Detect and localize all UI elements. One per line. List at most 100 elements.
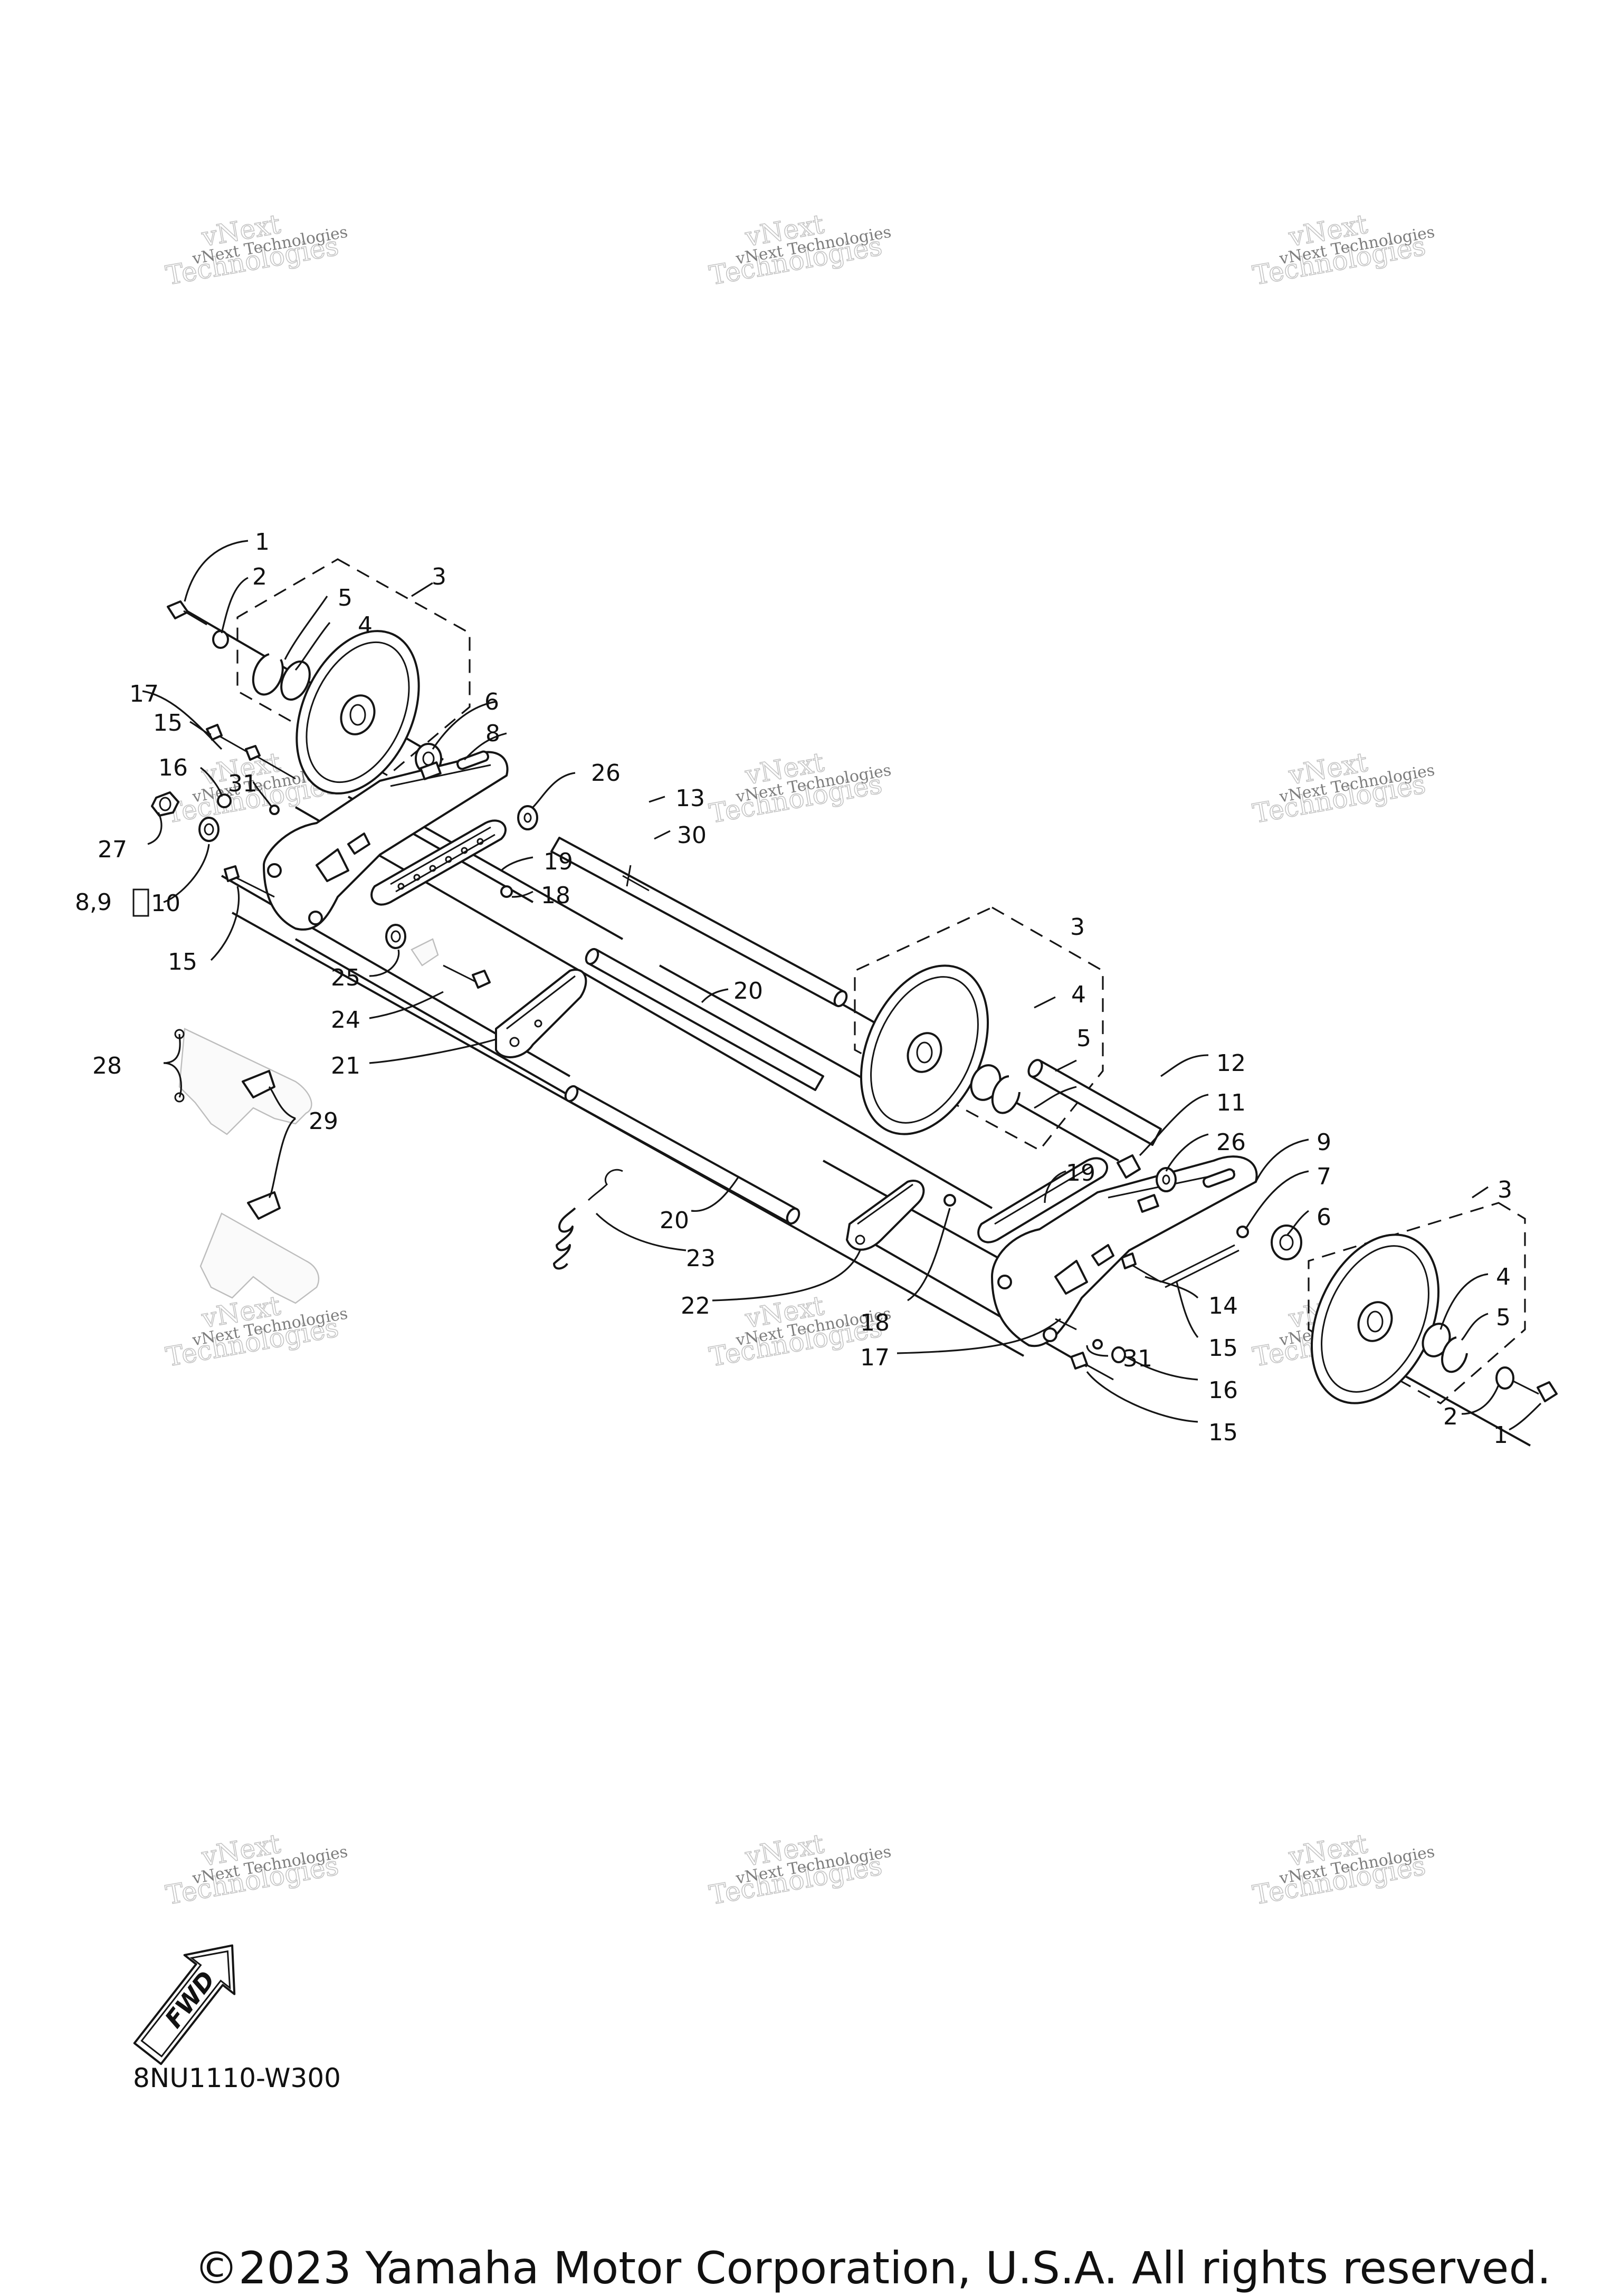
bolt-15-left-top — [206, 724, 249, 753]
callout-20: 20 — [660, 1207, 689, 1234]
washer-16-right — [1111, 1346, 1126, 1363]
callout-14: 14 — [1208, 1293, 1238, 1319]
wheel-3-left — [295, 630, 420, 795]
shaft-30 — [622, 865, 650, 892]
callout-5: 5 — [338, 585, 352, 611]
bolt-15-right-bottom — [1070, 1352, 1114, 1381]
wheel-assembly-right — [1271, 1202, 1558, 1404]
callout-25: 25 — [331, 964, 360, 991]
callout-16: 16 — [1208, 1377, 1238, 1404]
washer-16-left — [217, 793, 232, 808]
bolt-17-left — [245, 745, 296, 780]
rivet-28-b — [174, 1092, 185, 1103]
callout-15: 15 — [153, 710, 183, 736]
callout-17: 17 — [860, 1344, 890, 1371]
copyright-notice: ©2023 Yamaha Motor Corporation, U.S.A. A… — [194, 2242, 1551, 2294]
spring-23 — [553, 1169, 623, 1270]
watermark: Technologies vNext vNext Technologies — [163, 1828, 349, 1911]
watermark: Technologies vNext vNext Technologies — [707, 747, 893, 830]
pin-31-right — [1092, 1339, 1103, 1350]
bolt-1-right — [1513, 1380, 1558, 1402]
callout-24: 24 — [331, 1007, 360, 1034]
circlip-5-right — [1441, 1336, 1468, 1373]
nut-18-left — [500, 885, 513, 898]
callout-13: 13 — [675, 785, 705, 812]
callout-4: 4 — [1496, 1264, 1511, 1290]
callout-4: 4 — [1071, 981, 1086, 1008]
callout-9: 9 — [1317, 1129, 1331, 1156]
callout-10-box — [132, 888, 149, 917]
small-hardware — [151, 724, 1249, 1381]
washer-2-left — [212, 630, 229, 649]
watermark: Technologies vNext vNext Technologies — [707, 1828, 893, 1911]
callout-5: 5 — [1496, 1304, 1511, 1331]
callout-22: 22 — [681, 1293, 710, 1319]
callout-7: 7 — [1317, 1163, 1331, 1190]
block-21 — [495, 969, 587, 1058]
block-22 — [846, 1180, 925, 1251]
callout-10: 10 — [151, 890, 180, 917]
watermark: Technologies vNext vNext Technologies — [163, 1290, 349, 1373]
bolt-14 — [1160, 1244, 1239, 1288]
callout-8-9: 8,9 — [75, 889, 112, 916]
circlip-5-center — [991, 1075, 1021, 1114]
watermark: Technologies vNext vNext Technologies — [1250, 208, 1436, 292]
callout-15: 15 — [1208, 1335, 1238, 1362]
callout-6: 6 — [1317, 1204, 1331, 1231]
callout-19: 19 — [543, 848, 573, 875]
slider-19-left — [370, 819, 507, 906]
watermark: Technologies vNext vNext Technologies — [1250, 747, 1436, 830]
callout-15: 15 — [1208, 1419, 1238, 1446]
bolt-1-left — [167, 600, 207, 626]
shaft-12 — [1027, 1059, 1162, 1146]
callout-29: 29 — [309, 1108, 338, 1135]
callout-3: 3 — [432, 563, 446, 590]
shoe-29-top — [242, 1070, 275, 1098]
collar-25 — [385, 924, 406, 949]
callout-30: 30 — [677, 822, 707, 849]
plate-28-29 — [174, 1028, 320, 1304]
callout-6: 6 — [484, 688, 499, 715]
callout-3: 3 — [1498, 1176, 1512, 1203]
callout-17: 17 — [129, 681, 159, 707]
shoe-29-bottom — [247, 1191, 281, 1220]
callout-19: 19 — [1066, 1160, 1095, 1187]
arm-bracket-8 — [263, 750, 509, 931]
callout-15: 15 — [168, 949, 197, 975]
callout-18: 18 — [541, 882, 570, 909]
washer-26-right — [1156, 1167, 1177, 1192]
callout-23: 23 — [686, 1245, 716, 1272]
wheel-assembly-left — [167, 558, 471, 795]
callout-28: 28 — [92, 1053, 122, 1079]
callout-1: 1 — [255, 529, 270, 556]
bolt-15-right-top — [1121, 1252, 1161, 1283]
callout-26: 26 — [591, 760, 621, 787]
callout-12: 12 — [1216, 1050, 1246, 1077]
callout-27: 27 — [98, 836, 127, 863]
callout-31: 31 — [228, 770, 258, 797]
wheel-assembly-center — [854, 906, 1104, 1152]
watermark: Technologies vNext vNext Technologies — [707, 208, 893, 292]
callout-16: 16 — [158, 754, 188, 781]
callout-31: 31 — [1123, 1345, 1152, 1372]
callout-4: 4 — [358, 612, 373, 639]
nut-27 — [151, 791, 179, 817]
callout-11: 11 — [1216, 1089, 1246, 1116]
fwd-arrow-icon: FWD — [133, 1944, 236, 2065]
nut-18-right — [943, 1194, 956, 1207]
bearing-4-left — [280, 660, 311, 701]
washer-2-right — [1495, 1366, 1514, 1390]
slider-19-right — [977, 1157, 1109, 1243]
watermark: Technologies vNext vNext Technologies — [1250, 1828, 1436, 1911]
callout-18: 18 — [860, 1309, 890, 1336]
callout-3: 3 — [1070, 914, 1085, 941]
collar-6-right — [1271, 1224, 1302, 1260]
watermark: Technologies vNext vNext Technologies — [163, 208, 349, 292]
shaft-13 — [550, 837, 848, 1008]
bolt-24 — [411, 938, 491, 989]
shaft-20-upper — [585, 948, 824, 1091]
callout-2: 2 — [1443, 1403, 1458, 1430]
bushing-11 — [1117, 1154, 1141, 1179]
callout-2: 2 — [252, 563, 267, 590]
